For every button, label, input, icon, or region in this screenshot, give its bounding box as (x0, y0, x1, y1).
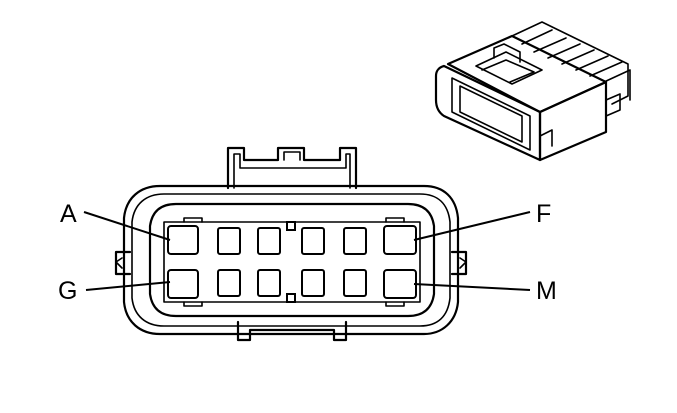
leader-line-m (413, 283, 531, 291)
cavity-f (383, 225, 417, 255)
cavity-d (301, 227, 325, 255)
pin-label-g: G (58, 277, 77, 305)
cavity-j (257, 269, 281, 297)
cavity-b (217, 227, 241, 255)
cavity-grid (167, 225, 417, 299)
connector-perspective-view (434, 21, 631, 162)
pin-label-m: M (536, 277, 557, 305)
key-bottom (286, 293, 296, 303)
leader-line-f (413, 211, 531, 241)
cavity-l (343, 269, 367, 297)
cavity-c (257, 227, 281, 255)
connector-face (114, 146, 468, 342)
cavity-h (217, 269, 241, 297)
cavity-m (383, 269, 417, 299)
leader-line-a (83, 211, 171, 241)
leader-line-g (85, 281, 171, 291)
pin-label-f: F (536, 200, 551, 228)
cavity-g (167, 269, 199, 299)
cavity-k (301, 269, 325, 297)
key-top (286, 221, 296, 231)
pin-label-a: A (60, 200, 77, 228)
cavity-e (343, 227, 367, 255)
cavity-a (167, 225, 199, 255)
